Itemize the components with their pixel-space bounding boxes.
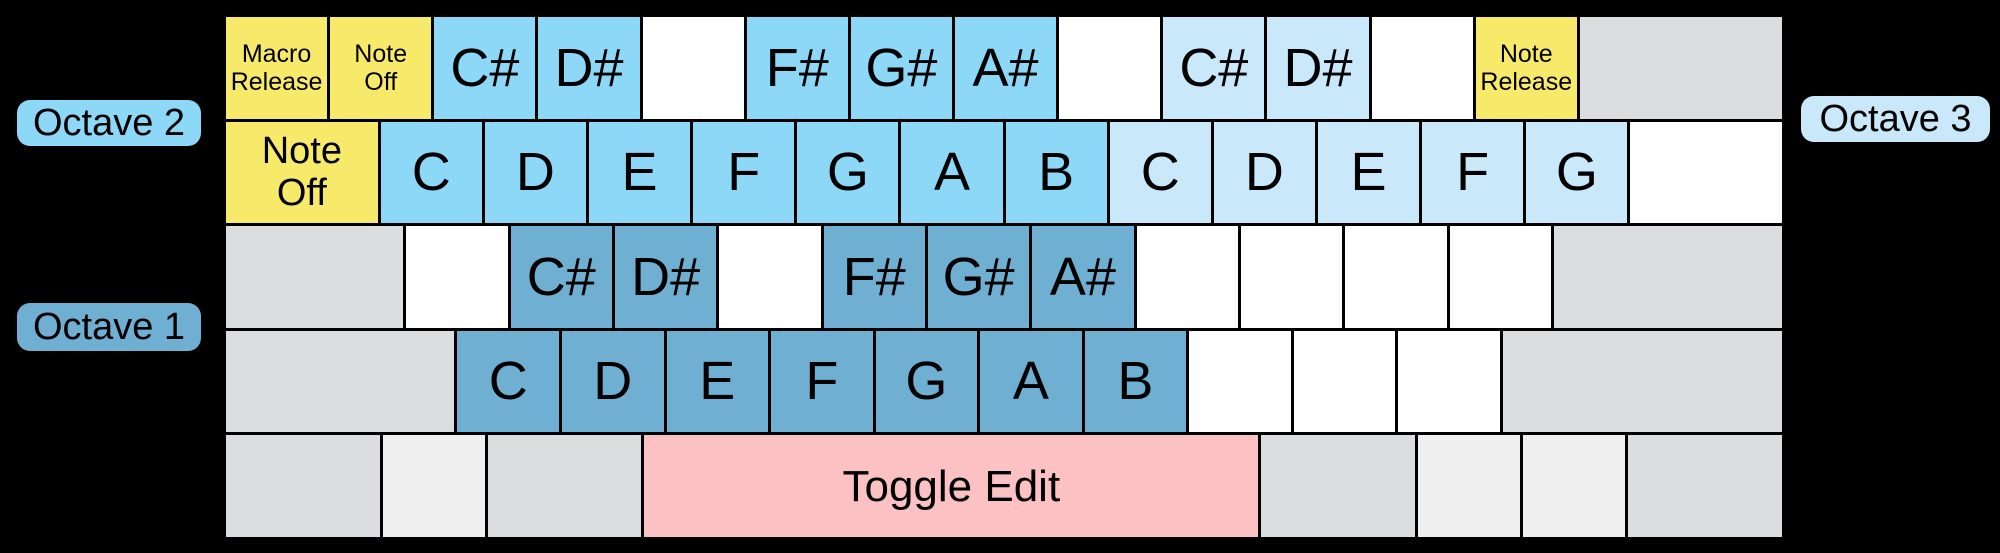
key-n-note-a-oct1: A [980, 330, 1082, 433]
key-e-note-e-oct2: E [588, 121, 691, 224]
octave-3-label: Octave 3 [1801, 96, 1990, 142]
octave-2-label: Octave 2 [17, 100, 201, 146]
key-m-note-b-oct1: B [1084, 330, 1187, 433]
key-1-note-off: Note Off [330, 17, 432, 119]
key-f-unmapped [719, 226, 821, 328]
key-rctrl-filler [1628, 435, 1782, 537]
key-rwin-filler [1417, 435, 1521, 537]
key-h-note-g-sharp-oct1: G# [927, 226, 1030, 328]
key-period-unmapped [1293, 330, 1396, 433]
key-d-note-d-sharp-oct1: D# [614, 226, 717, 328]
key-x-note-d-oct1: D [561, 330, 664, 433]
key-backtick-macro-release: Macro Release [226, 17, 328, 119]
key-w-note-d-oct2: D [484, 121, 586, 224]
key-comma-unmapped [1189, 330, 1291, 433]
key-p-note-e-oct3: E [1317, 121, 1420, 224]
key-s-note-c-sharp-oct1: C# [510, 226, 612, 328]
key-2-note-c-sharp-oct2: C# [434, 17, 536, 119]
octave-1-label: Octave 1 [17, 303, 201, 351]
key-lshift-filler [226, 330, 455, 433]
key-j-note-a-sharp-oct1: A# [1032, 226, 1134, 328]
key-q-note-c-oct2: C [380, 121, 482, 224]
key-tab-note-off: Note Off [226, 121, 378, 224]
key-r-note-f-oct2: F [693, 121, 795, 224]
key-rshift-filler [1502, 330, 1782, 433]
key-menu-filler [1523, 435, 1626, 537]
key-l-unmapped [1240, 226, 1343, 328]
key-backslash-unmapped [1630, 121, 1783, 224]
key-space-toggle-edit: Toggle Edit [644, 435, 1259, 537]
key-lwin-filler [382, 435, 485, 537]
key-8-unmapped [1059, 17, 1161, 119]
key-a-unmapped [406, 226, 508, 328]
key-c-note-e-oct1: E [666, 330, 769, 433]
key-quote-unmapped [1449, 226, 1551, 328]
key-enter-filler [1553, 226, 1782, 328]
key-5-note-f-sharp-oct2: F# [746, 17, 848, 119]
key-i-note-c-oct3: C [1109, 121, 1211, 224]
key-v-note-f-oct1: F [771, 330, 873, 433]
bottom-row: Toggle Edit [226, 435, 1782, 537]
key-t-note-g-oct2: G [797, 121, 899, 224]
key-equals-note-release: Note Release [1475, 17, 1577, 119]
key-semicolon-unmapped [1345, 226, 1447, 328]
key-0-note-d-sharp-oct3: D# [1267, 17, 1369, 119]
key-k-unmapped [1136, 226, 1238, 328]
key-rbracket-note-g-oct3: G [1526, 121, 1628, 224]
key-9-note-c-sharp-oct3: C# [1163, 17, 1265, 119]
key-u-note-b-oct2: B [1005, 121, 1107, 224]
key-capslock-filler [226, 226, 404, 328]
key-4-unmapped [642, 17, 744, 119]
key-lctrl-filler [226, 435, 380, 537]
key-ralt-filler [1261, 435, 1415, 537]
key-o-note-d-oct3: D [1213, 121, 1315, 224]
key-3-note-d-sharp-oct2: D# [538, 17, 640, 119]
key-z-note-c-oct1: C [457, 330, 559, 433]
home-row: C#D# F#G#A# [226, 226, 1782, 328]
key-b-note-g-oct1: G [875, 330, 978, 433]
key-y-note-a-oct2: A [901, 121, 1003, 224]
key-minus-unmapped [1371, 17, 1473, 119]
key-lbracket-note-f-oct3: F [1422, 121, 1524, 224]
key-7-note-a-sharp-oct2: A# [954, 17, 1057, 119]
key-backspace-filler [1579, 17, 1783, 119]
key-g-note-f-sharp-oct1: F# [823, 226, 925, 328]
key-slash-unmapped [1398, 330, 1500, 433]
key-6-note-g-sharp-oct2: G# [850, 17, 952, 119]
key-lalt-filler [487, 435, 642, 537]
